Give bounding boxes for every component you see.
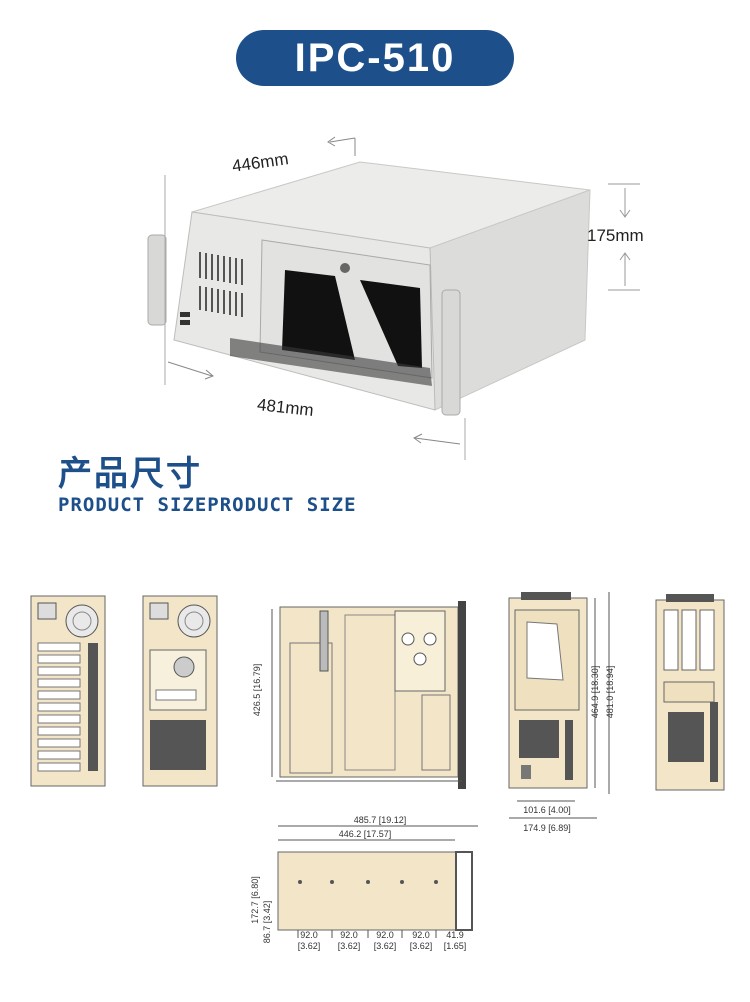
- spacing-mm: 92.0: [376, 930, 394, 940]
- section-title-en: PRODUCT SIZEPRODUCT SIZE: [58, 494, 357, 516]
- product-title: IPC-510: [236, 30, 514, 86]
- rear-view-drawing-1: [30, 595, 106, 787]
- spacing-in: [3.62]: [373, 941, 397, 951]
- spacing-mm: 92.0: [340, 930, 358, 940]
- top-view-drawing: 485.7 [19.12] 446.2 [17.57] 172.7 [6.80]…: [250, 815, 478, 944]
- spacing-label: 92.0 [3.62]: [292, 930, 326, 952]
- spacing-labels: 92.0 [3.62] 92.0 [3.62] 92.0 [3.62] 92.0…: [292, 930, 472, 960]
- top-height-total-dim: 172.7 [6.80]: [250, 876, 260, 924]
- side-view-drawing: 426.5 [16.79]: [252, 601, 466, 789]
- front-width-outer-dim: 174.9 [6.89]: [523, 823, 571, 833]
- spacing-label: 41.9 [1.65]: [438, 930, 472, 952]
- product-photo: [147, 136, 640, 460]
- side-height-dim: 426.5 [16.79]: [252, 664, 262, 717]
- front-width-inner-dim: 101.6 [4.00]: [523, 805, 571, 815]
- spacing-mm: 92.0: [412, 930, 430, 940]
- spacing-label: 92.0 [3.62]: [368, 930, 402, 952]
- spacing-label: 92.0 [3.62]: [404, 930, 438, 952]
- spacing-in: [3.62]: [409, 941, 433, 951]
- section-title-cn: 产品尺寸: [58, 454, 202, 494]
- height-label: 175mm: [587, 226, 644, 245]
- rear-view-drawing-2: [142, 595, 218, 787]
- panel-view-drawing: [655, 594, 725, 791]
- spacing-in: [1.65]: [443, 941, 467, 951]
- spacing-in: [3.62]: [337, 941, 361, 951]
- spacing-in: [3.62]: [297, 941, 321, 951]
- front-height-inner-dim: 464.9 [18.30]: [590, 666, 600, 719]
- spacing-mm: 92.0: [300, 930, 318, 940]
- spacing-mm: 41.9: [446, 930, 464, 940]
- front-view-drawing: 464.9 [18.30] 481.0 [18.94] 101.6 [4.00]…: [508, 592, 615, 833]
- top-total-length-dim: 485.7 [19.12]: [354, 815, 407, 825]
- spacing-label: 92.0 [3.62]: [332, 930, 366, 952]
- top-height-partial-dim: 86.7 [3.42]: [262, 901, 272, 944]
- front-height-outer-dim: 481.0 [18.94]: [605, 666, 615, 719]
- top-body-length-dim: 446.2 [17.57]: [339, 829, 392, 839]
